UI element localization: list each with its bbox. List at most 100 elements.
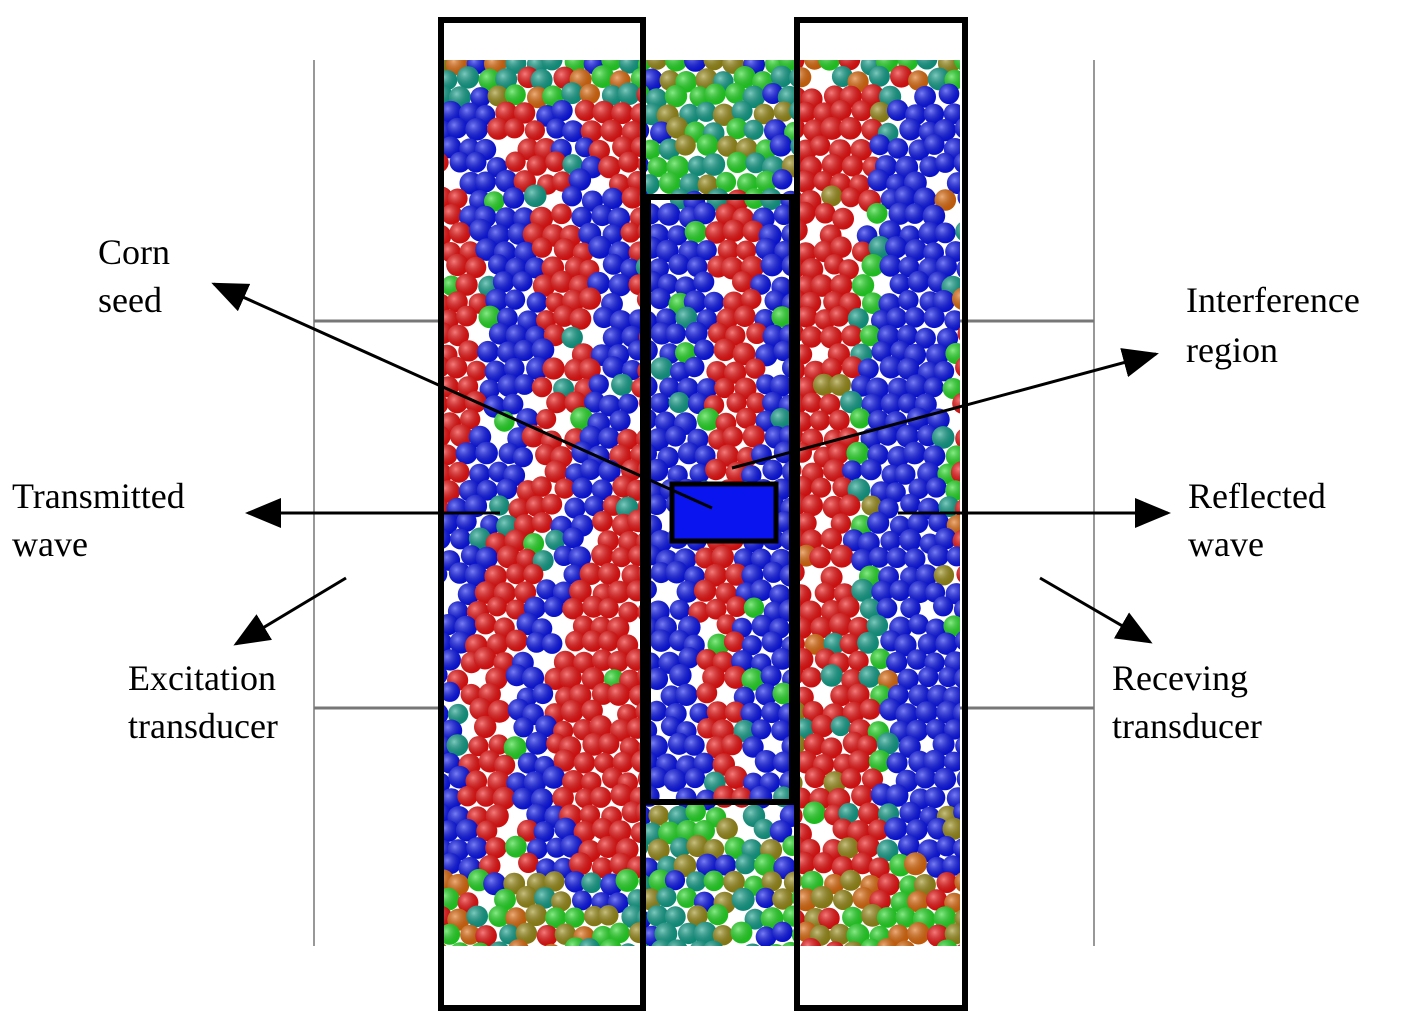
particle-shading bbox=[809, 546, 832, 569]
particle bbox=[966, 69, 988, 91]
particle-shading bbox=[899, 801, 921, 824]
particle-shading bbox=[946, 546, 960, 567]
particle-shading bbox=[646, 139, 661, 160]
particle-shading bbox=[858, 665, 881, 688]
particle-shading bbox=[524, 120, 546, 141]
particle-shading bbox=[762, 391, 784, 414]
particle-shading bbox=[953, 802, 960, 822]
particle-shading bbox=[868, 236, 892, 259]
particle-shading bbox=[561, 186, 583, 207]
particle-shading bbox=[568, 546, 591, 569]
particle-shading bbox=[841, 356, 864, 379]
corn-seed-arrow bbox=[211, 282, 713, 510]
particle-shading bbox=[702, 153, 726, 176]
particle-shading bbox=[523, 184, 547, 208]
particle-shading bbox=[894, 463, 916, 485]
particle-shading bbox=[732, 271, 754, 293]
particle-shading bbox=[495, 68, 518, 91]
particle-shading bbox=[918, 666, 939, 688]
particle-shading bbox=[664, 906, 686, 928]
particle-shading bbox=[602, 356, 625, 378]
particle-shading bbox=[664, 870, 686, 891]
particle-shading bbox=[497, 374, 521, 397]
particle-shading bbox=[966, 790, 987, 811]
particle-shading bbox=[449, 151, 471, 173]
particle-shading bbox=[704, 83, 726, 105]
particle-shading bbox=[908, 580, 931, 604]
particle-shading bbox=[628, 545, 640, 566]
particle-shading bbox=[598, 630, 620, 652]
particle-shading bbox=[523, 564, 544, 585]
particle-shading bbox=[943, 751, 960, 772]
particle-shading bbox=[473, 646, 497, 670]
particle-shading bbox=[457, 583, 480, 606]
particle-shading bbox=[849, 408, 871, 429]
particle-shading bbox=[670, 837, 691, 858]
particle-shading bbox=[444, 566, 448, 582]
particle-shading bbox=[592, 510, 613, 532]
particle-shading bbox=[703, 940, 723, 946]
particle-shading bbox=[942, 817, 960, 840]
particle-shading bbox=[770, 408, 792, 429]
particle-shading bbox=[591, 857, 613, 878]
particle-shading bbox=[894, 634, 917, 657]
particle-shading bbox=[741, 635, 762, 656]
particle-shading bbox=[934, 527, 957, 550]
particle-shading bbox=[830, 684, 852, 707]
particle-shading bbox=[713, 338, 737, 362]
particle-shading bbox=[657, 203, 681, 226]
particle-shading bbox=[761, 871, 782, 892]
particle-shading bbox=[933, 565, 955, 586]
particle-shading bbox=[898, 290, 919, 311]
particle-shading bbox=[458, 340, 480, 362]
particle-shading bbox=[630, 822, 640, 844]
particle-shading bbox=[742, 736, 764, 758]
particle-shading bbox=[740, 702, 763, 725]
particle-shading bbox=[852, 887, 875, 909]
particle-shading bbox=[693, 921, 717, 945]
particle-shading bbox=[542, 766, 566, 789]
receiving-transducer-outline bbox=[960, 60, 1095, 946]
particle-shading bbox=[923, 103, 945, 125]
particle-shading bbox=[526, 292, 548, 313]
particle-shading bbox=[541, 633, 563, 654]
particle-shading bbox=[954, 118, 960, 138]
particle-shading bbox=[899, 529, 922, 552]
particle-shading bbox=[637, 772, 640, 786]
particle-shading bbox=[513, 717, 534, 738]
particle-shading bbox=[943, 615, 960, 637]
particle-shading bbox=[879, 254, 902, 277]
particle-shading bbox=[444, 923, 461, 945]
particle-shading bbox=[636, 910, 640, 926]
particle-shading bbox=[868, 547, 890, 568]
particle-shading bbox=[846, 923, 870, 946]
particle-shading bbox=[803, 733, 826, 756]
particle-shading bbox=[455, 273, 478, 296]
particle-shading bbox=[573, 820, 596, 843]
particle-shading bbox=[830, 274, 853, 297]
particle-shading bbox=[830, 236, 852, 258]
particle-shading bbox=[504, 118, 525, 139]
particle-shading bbox=[842, 460, 863, 481]
particle bbox=[967, 649, 988, 670]
particle-shading bbox=[942, 378, 960, 399]
particle-shading bbox=[627, 171, 640, 192]
particle-shading bbox=[621, 905, 640, 929]
particle-shading bbox=[638, 741, 640, 754]
particle-shading bbox=[658, 138, 681, 160]
particle-shading bbox=[694, 547, 716, 569]
particle-shading bbox=[589, 715, 613, 739]
particle-shading bbox=[856, 835, 880, 858]
particle-field-right bbox=[798, 60, 988, 946]
particle-shading bbox=[455, 442, 478, 465]
particle-shading bbox=[687, 392, 710, 414]
particle-shading bbox=[468, 527, 491, 550]
particle-shading bbox=[448, 765, 471, 789]
particle-shading bbox=[908, 478, 930, 500]
particle-shading bbox=[761, 701, 783, 724]
particle-shading bbox=[523, 771, 547, 794]
particle-shading bbox=[444, 480, 460, 503]
particle-shading bbox=[637, 157, 640, 172]
particle-shading bbox=[955, 429, 960, 448]
particle-shading bbox=[915, 701, 938, 724]
